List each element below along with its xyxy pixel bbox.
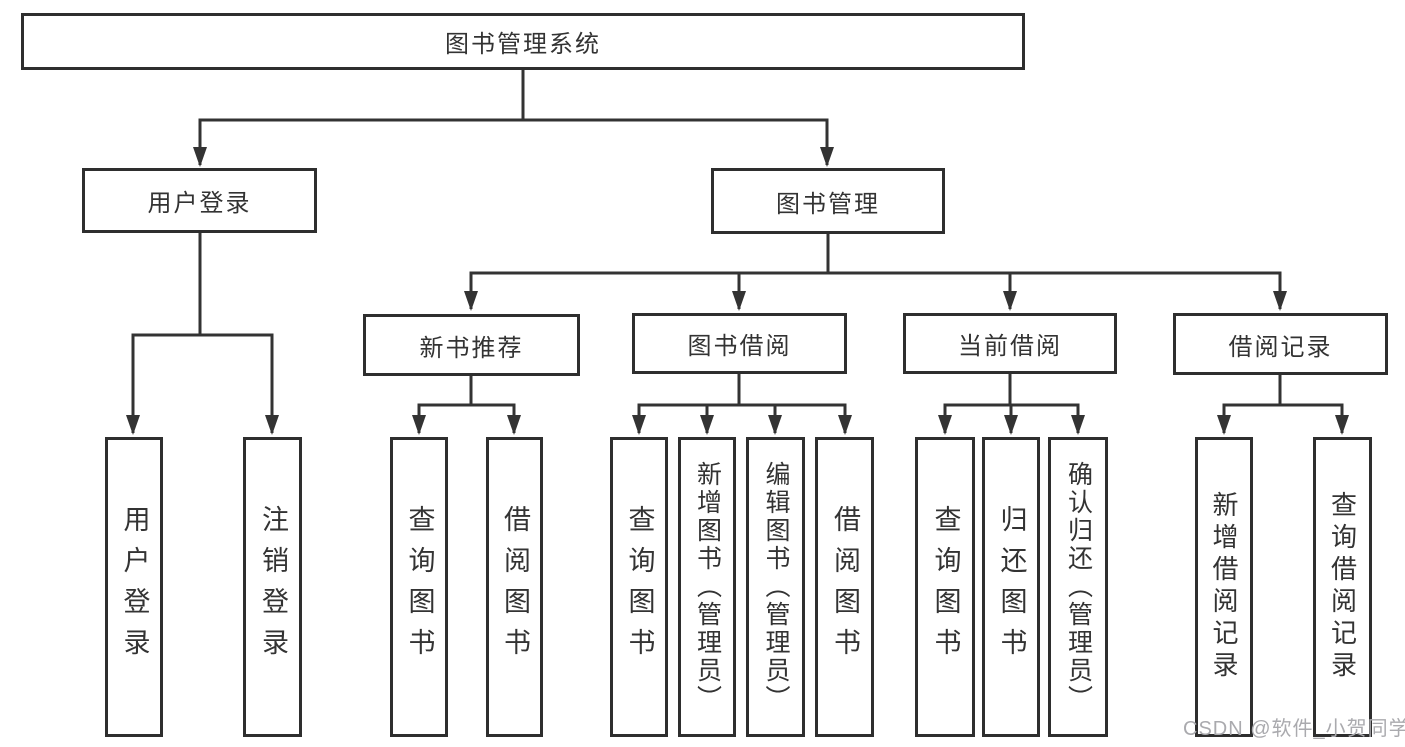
node-book-borrow: 图书借阅 (632, 313, 847, 374)
node-user-login: 用户登录 (82, 168, 317, 233)
leaf-cb-return-books: 归还图书 (982, 437, 1040, 737)
leaf-nb-query-books: 查询图书 (390, 437, 448, 737)
node-library-system: 图书管理系统 (21, 13, 1025, 70)
node-current-borrow: 当前借阅 (903, 313, 1117, 374)
leaf-bb-edit-books-admin: 编辑图书（管理员） (746, 437, 805, 737)
connector-arrows (126, 120, 1349, 435)
node-borrow-records: 借阅记录 (1173, 313, 1388, 375)
node-new-book-recommend: 新书推荐 (363, 314, 580, 376)
connector-trunks (131, 70, 1344, 407)
leaf-cb-query-books: 查询图书 (915, 437, 975, 737)
node-book-management: 图书管理 (711, 168, 945, 234)
leaf-user-login: 用户登录 (105, 437, 163, 737)
leaf-cb-confirm-return-admin: 确认归还（管理员） (1048, 437, 1108, 737)
leaf-br-add-borrow-record: 新增借阅记录 (1195, 437, 1253, 737)
leaf-logout-login: 注销登录 (243, 437, 302, 737)
leaf-bb-add-books-admin: 新增图书（管理员） (678, 437, 736, 737)
leaf-br-query-borrow-record: 查询借阅记录 (1313, 437, 1372, 737)
leaf-nb-borrow-books: 借阅图书 (486, 437, 543, 737)
leaf-bb-borrow-books: 借阅图书 (815, 437, 874, 737)
leaf-bb-query-books: 查询图书 (610, 437, 668, 737)
csdn-watermark: CSDN @软件_小贺同学 (1183, 718, 1405, 740)
